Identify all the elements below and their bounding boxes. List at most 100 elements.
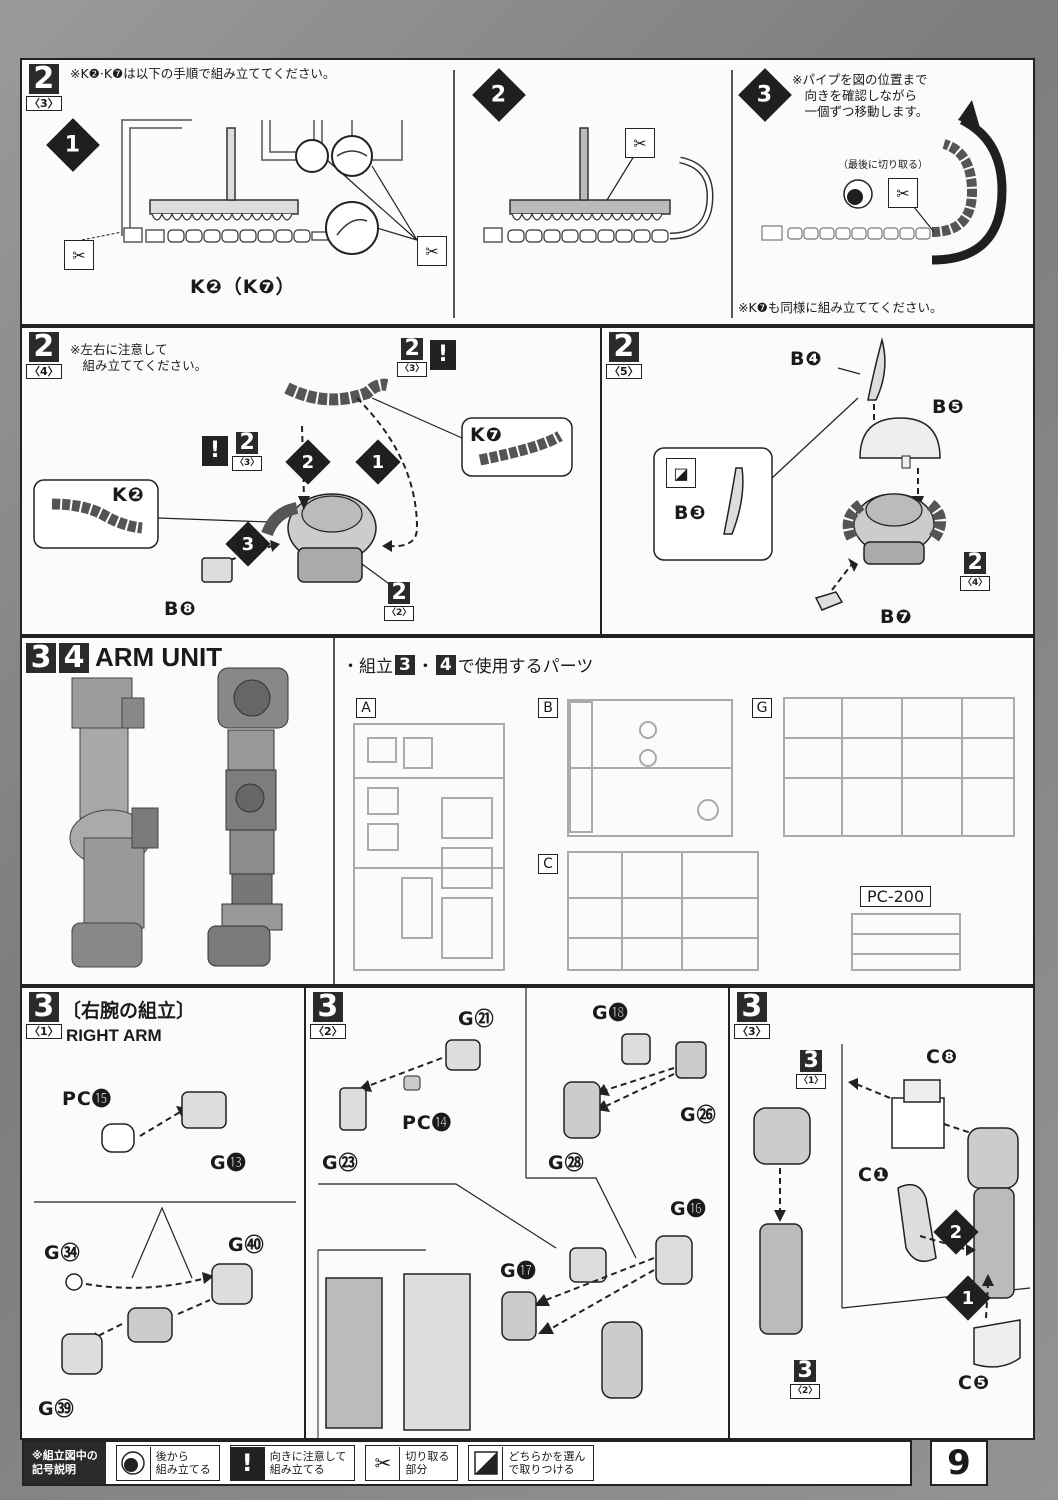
cut-icon: ✂ <box>64 240 94 270</box>
step-sub: 〈2〉 <box>310 1024 346 1039</box>
last-cut-label: （最後に切り取る） <box>838 160 928 171</box>
caution-icon: ! <box>430 340 456 370</box>
step-badge: 2 〈4〉 <box>26 332 62 379</box>
step-number: 3 <box>736 992 767 1022</box>
runner-label-c: C <box>538 854 558 874</box>
arm-unit-title: ARM UNIT <box>95 642 223 672</box>
step-badge: 3 〈3〉 <box>734 992 770 1039</box>
ref-step-2-4: 2 〈4〉 <box>960 552 991 591</box>
left-right-note: ※左右に注意して 組み立ててください。 <box>70 342 208 373</box>
ref-step-sub: 〈3〉 <box>397 362 428 377</box>
part-label-g26: G㉖ <box>680 1104 717 1126</box>
assembly-note: ※K❷·K❼は以下の手順で組み立ててください。 <box>70 66 336 81</box>
arm-unit-illustration <box>69 638 335 984</box>
part-label-c8: C❽ <box>926 1046 959 1068</box>
ref-step-2-3: 2 〈3〉 <box>232 432 263 471</box>
part-label-g13: G⓭ <box>210 1152 247 1174</box>
right-arm-step3-diagram <box>753 1044 1031 1368</box>
ref-step-2-2: 2 〈2〉 <box>384 582 415 621</box>
part-label-g23: G㉓ <box>322 1152 359 1174</box>
legend-text: 切り取る 部分 <box>405 1450 450 1476</box>
step-number-3: 3 <box>26 642 56 673</box>
part-label-b3: B❸ <box>674 502 707 524</box>
ref-step-sub: 〈2〉 <box>790 1384 821 1399</box>
caution-icon: ! <box>230 1446 265 1480</box>
part-label-g28: G㉘ <box>548 1152 585 1174</box>
ref-step-3-2: 3 〈2〉 <box>790 1360 821 1399</box>
cut-icon: ✂ <box>417 236 447 266</box>
panel-step-2-4: 2 〈4〉 ※左右に注意して 組み立ててください。 2 〈3〉 ! <box>20 326 602 636</box>
cut-icon: ✂ <box>625 128 655 158</box>
part-label-g34: G㉞ <box>44 1242 81 1264</box>
part-label-g16: G⓰ <box>670 1198 707 1220</box>
cut-icon: ✂ <box>888 178 918 208</box>
runner-label-a: A <box>356 698 376 718</box>
step-sub: 〈5〉 <box>606 364 642 379</box>
ref-step-number: 3 <box>800 1050 823 1072</box>
right-arm-step1-diagram <box>34 1091 296 1375</box>
choose-icon: ◪ <box>666 458 696 488</box>
part-label-b4: B❹ <box>790 348 823 370</box>
ref-step-sub: 〈1〉 <box>796 1074 827 1089</box>
step-badge: 3 〈1〉 <box>26 992 62 1039</box>
page-number: 9 <box>930 1440 988 1486</box>
legend-item-cut: ✂ 切り取る 部分 <box>365 1445 459 1481</box>
part-label-g17: G⓱ <box>500 1260 537 1282</box>
panel-step-3-2: 3 〈2〉 <box>304 986 730 1440</box>
runner-label-b: B <box>538 698 558 718</box>
part-label-b8: B❽ <box>164 598 197 620</box>
step-sub: 〈4〉 <box>26 364 62 379</box>
step-number: 2 <box>28 64 59 94</box>
ref-step-2-3: 2 〈3〉 <box>397 338 428 377</box>
part-label-g40: G㊵ <box>228 1234 265 1256</box>
legend-item-back-assembly: 後から 組み立てる <box>115 1445 220 1481</box>
step-number: 3 <box>312 992 343 1022</box>
back-assembly-icon <box>117 1446 151 1480</box>
runner-sprues <box>353 697 1015 971</box>
caution-icon: ! <box>202 436 228 466</box>
step-number: 2 <box>28 332 59 362</box>
choose-icon <box>469 1446 504 1480</box>
panel-step-2-5: 2 〈5〉 B❹ B❺ B❸ B❼ ◪ <box>600 326 1035 636</box>
step-sub: 〈3〉 <box>734 1024 770 1039</box>
step-number: 2 <box>608 332 639 362</box>
part-label-pc14: PC⓮ <box>402 1112 452 1134</box>
part-label-g21: G㉑ <box>458 1008 495 1030</box>
ref-step-sub: 〈3〉 <box>232 456 263 471</box>
part-label-b5: B❺ <box>932 396 965 418</box>
step-sub: 〈3〉 <box>26 96 62 111</box>
pipe-move-note: ※パイプを図の位置まで 向きを確認しながら 一個ずつ移動します。 <box>792 72 929 119</box>
ref-step-number: 2 <box>236 432 259 454</box>
panel-arm-unit: 3 4 ARM UNIT ・組立 3 <box>20 636 1035 986</box>
runner-label-g: G <box>752 698 772 718</box>
pipe-runner-diagram-1 <box>81 70 1007 318</box>
step-number: 3 <box>28 992 59 1022</box>
panel-step-3-1: 3 〈1〉 〔右腕の組立〕 RIGHT ARM PC⓯ G⓭ G㉞ G㊵ G㊴ <box>20 986 306 1440</box>
legend-text: 向きに注意して 組み立てる <box>269 1450 347 1476</box>
part-label-c1: C❶ <box>858 1164 891 1186</box>
part-label-k2: K❷ <box>112 484 145 506</box>
panel-step-3-3: 3 〈3〉 3 〈1〉 3 〈2〉 <box>728 986 1035 1440</box>
part-label-pc15: PC⓯ <box>62 1088 112 1110</box>
ref-step-number: 2 <box>401 338 424 360</box>
ref-step-number: 2 <box>964 552 987 574</box>
right-arm-title-en: RIGHT ARM <box>66 1026 162 1045</box>
ref-step-3-1: 3 〈1〉 <box>796 1050 827 1089</box>
part-label-g18: G⓲ <box>592 1002 629 1024</box>
step-badge: 3 〈2〉 <box>310 992 346 1039</box>
shoulder-assembly-diagram <box>33 378 573 587</box>
step-badge: 2 〈5〉 <box>606 332 642 379</box>
ref-step-number: 2 <box>388 582 411 604</box>
legend-item-choose: どちらかを選ん で取りつける <box>468 1445 595 1481</box>
legend-item-caution: ! 向きに注意して 組み立てる <box>229 1445 356 1481</box>
panel-step-2-3: 2 〈3〉 ※K❷·K❼は以下の手順で組み立ててください。 1 <box>20 58 1035 326</box>
step-badge: 2 〈3〉 <box>26 64 62 111</box>
parts-used-heading: ・組立 3 ・ 4 で使用するパーツ <box>342 654 594 677</box>
step-sub: 〈1〉 <box>26 1024 62 1039</box>
part-label-g39: G㊴ <box>38 1398 75 1420</box>
part-label-c5: C❺ <box>958 1372 991 1394</box>
ref-step-sub: 〈2〉 <box>384 606 415 621</box>
part-label-k7: K❼ <box>470 424 503 446</box>
right-arm-step2-diagram <box>317 988 707 1438</box>
